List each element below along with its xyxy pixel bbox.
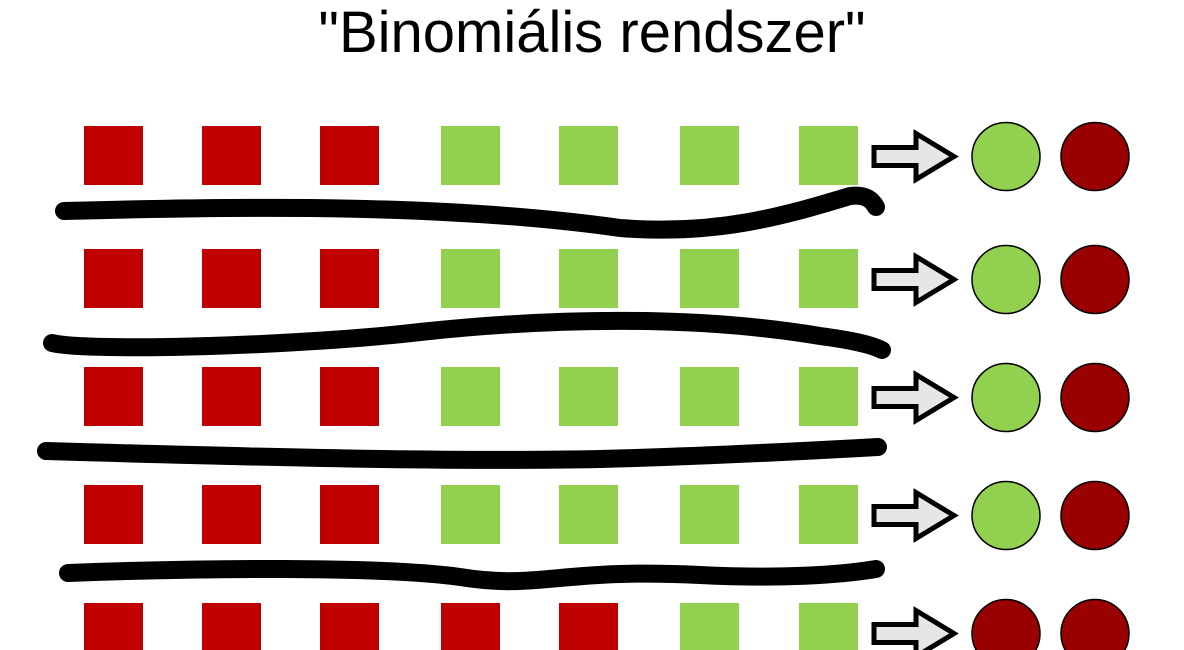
square-green-row3-6	[680, 367, 739, 426]
square-red-row3-2	[202, 367, 261, 426]
square-green-row1-7	[799, 126, 858, 185]
square-red-row4-2	[202, 485, 261, 544]
arrow-icon-row1	[871, 129, 959, 184]
square-red-row5-4	[441, 603, 500, 650]
arrow-icon-row2	[871, 252, 959, 307]
square-green-row2-4	[441, 249, 500, 308]
result-circle-green-row3-1	[971, 362, 1041, 433]
result-circle-dark-red-row3-2	[1060, 362, 1130, 433]
square-green-row2-5	[559, 249, 618, 308]
square-red-row3-3	[320, 367, 379, 426]
arrow-icon-row4	[871, 488, 959, 543]
square-red-row1-3	[320, 126, 379, 185]
slide-title: "Binomiális rendszer"	[318, 0, 866, 65]
divider-line-1	[55, 186, 885, 239]
square-red-row1-1	[84, 126, 143, 185]
square-green-row1-6	[680, 126, 739, 185]
arrow-icon-row5	[871, 606, 959, 650]
square-green-row5-6	[680, 603, 739, 650]
divider-line-2	[43, 311, 891, 359]
arrow-icon-row3	[871, 370, 959, 425]
result-circle-dark-red-row1-2	[1060, 121, 1130, 192]
square-green-row4-5	[559, 485, 618, 544]
result-circle-green-row2-1	[971, 244, 1041, 315]
square-red-row4-3	[320, 485, 379, 544]
square-green-row4-7	[799, 485, 858, 544]
square-red-row1-2	[202, 126, 261, 185]
square-green-row4-4	[441, 485, 500, 544]
square-red-row5-3	[320, 603, 379, 650]
square-green-row4-6	[680, 485, 739, 544]
result-circle-dark-red-row2-2	[1060, 244, 1130, 315]
square-green-row1-4	[441, 126, 500, 185]
square-red-row5-5	[559, 603, 618, 650]
result-circle-dark-red-row5-2	[1060, 598, 1130, 650]
square-green-row2-6	[680, 249, 739, 308]
square-red-row2-2	[202, 249, 261, 308]
square-green-row3-5	[559, 367, 618, 426]
divider-line-4	[59, 559, 885, 591]
square-red-row3-1	[84, 367, 143, 426]
square-green-row5-7	[799, 603, 858, 650]
square-green-row3-7	[799, 367, 858, 426]
square-red-row2-1	[84, 249, 143, 308]
result-circle-dark-red-row4-2	[1060, 480, 1130, 551]
square-red-row5-2	[202, 603, 261, 650]
result-circle-dark-red-row5-1	[971, 598, 1041, 650]
square-green-row3-4	[441, 367, 500, 426]
result-circle-green-row1-1	[971, 121, 1041, 192]
square-red-row2-3	[320, 249, 379, 308]
result-circle-green-row4-1	[971, 480, 1041, 551]
square-red-row5-1	[84, 603, 143, 650]
square-red-row4-1	[84, 485, 143, 544]
square-green-row2-7	[799, 249, 858, 308]
divider-line-3	[37, 438, 887, 469]
square-green-row1-5	[559, 126, 618, 185]
